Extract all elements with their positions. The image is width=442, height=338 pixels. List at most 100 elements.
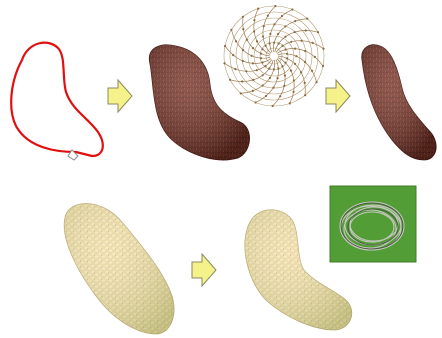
- stitch-dot: [312, 42, 314, 44]
- stitch-dot: [253, 30, 255, 32]
- stitch-dot: [267, 15, 269, 17]
- stitch-dot: [281, 65, 283, 67]
- stitch-dot: [293, 79, 295, 81]
- stitch-dot: [279, 95, 281, 97]
- stitch-dot: [281, 15, 283, 17]
- stitch-dot: [242, 28, 244, 30]
- arrow-right-icon: [192, 254, 216, 286]
- stitch-dot: [283, 85, 285, 87]
- stitch-dot: [262, 48, 264, 50]
- stitch-dot: [322, 65, 324, 67]
- stitch-dot: [277, 33, 279, 35]
- stitch-dot: [260, 53, 262, 55]
- stitch-dot: [230, 29, 232, 31]
- stitch-dot: [257, 8, 259, 10]
- stitch-dot: [251, 55, 253, 57]
- crocheted-oval-toy: [64, 204, 174, 334]
- stitch-dot: [265, 95, 267, 97]
- stitch-dot: [245, 70, 247, 72]
- stitch-dot: [304, 82, 306, 84]
- stitch-dot: [262, 35, 264, 37]
- stitch-dot: [263, 25, 265, 27]
- wire-coil: [330, 186, 416, 262]
- stitch-dot: [269, 43, 271, 45]
- stitch-dot: [277, 77, 279, 79]
- stitch-dot: [281, 45, 283, 47]
- stitch-dot: [252, 47, 254, 49]
- stitch-dot: [253, 19, 255, 21]
- stitch-dot: [293, 91, 295, 93]
- stitch-dot: [304, 61, 306, 63]
- stitch-dot: [284, 36, 286, 38]
- stitch-dot: [256, 69, 258, 71]
- stitch-dot: [284, 48, 286, 50]
- stitch-dot: [224, 45, 226, 47]
- stitch-dot: [295, 55, 297, 57]
- stitch-dot: [284, 25, 286, 27]
- arrow-right-icon: [108, 80, 132, 112]
- stitch-dot: [269, 77, 271, 79]
- stitch-dot: [255, 101, 257, 103]
- stitch-dot: [273, 42, 275, 44]
- stitch-dot: [229, 79, 231, 81]
- stitch-dot: [273, 23, 275, 25]
- stitch-dot: [273, 68, 275, 70]
- stitch-dot: [242, 49, 244, 51]
- stitch-dot: [234, 68, 236, 70]
- stitch-dot: [240, 92, 242, 94]
- stitch-dot: [290, 41, 292, 43]
- stitch-dot: [232, 54, 234, 56]
- stitch-dot: [235, 40, 237, 42]
- stitch-dot: [242, 60, 244, 62]
- stitch-dot: [294, 63, 296, 65]
- stitch-dot: [306, 18, 308, 20]
- stitch-dot: [278, 43, 280, 45]
- stitch-dot: [256, 40, 258, 42]
- elongated-model: [362, 45, 436, 160]
- stitch-dot: [314, 56, 316, 58]
- stitch-dot: [261, 61, 263, 63]
- stitch-dot: [252, 62, 254, 64]
- stitch-dot: [290, 70, 292, 72]
- stitch-dot: [317, 31, 319, 33]
- stitch-dot: [316, 81, 318, 83]
- stitch-dot: [274, 5, 276, 7]
- stitch-dot: [252, 79, 254, 81]
- stitch-dot: [252, 90, 254, 92]
- stitch-dot: [242, 16, 244, 18]
- stitch-dot: [294, 48, 296, 50]
- stitch-dot: [241, 80, 243, 82]
- stitch-dot: [269, 33, 271, 35]
- stitch-dot: [260, 57, 262, 59]
- stitch-dot: [272, 105, 274, 107]
- stitch-dot: [284, 62, 286, 64]
- stitch-dot: [304, 50, 306, 52]
- stitch-dot: [311, 70, 313, 72]
- stitch-dot: [286, 53, 288, 55]
- stitch-dot: [300, 71, 302, 73]
- round-stitch-pattern: [223, 5, 324, 107]
- stitch-dot: [289, 102, 291, 104]
- stitch-dot: [223, 62, 225, 64]
- stitch-dot: [284, 74, 286, 76]
- stitch-dot: [291, 8, 293, 10]
- stitch-dot: [286, 57, 288, 59]
- stitch-dot: [268, 67, 270, 69]
- stitch-dot: [294, 31, 296, 33]
- stitch-dot: [264, 65, 266, 67]
- stitch-dot: [262, 74, 264, 76]
- stitch-dot: [246, 39, 248, 41]
- stitch-dot: [272, 87, 274, 89]
- stitch-dot: [265, 45, 267, 47]
- stitch-dot: [262, 84, 264, 86]
- arrow-right-icon: [326, 80, 350, 112]
- stitch-dot: [277, 67, 279, 69]
- stitch-dot: [305, 29, 307, 31]
- freehand-outline: [11, 43, 103, 160]
- stitch-dot: [301, 40, 303, 42]
- stitch-dot: [304, 94, 306, 96]
- stitch-dot: [322, 48, 324, 50]
- bean-shape-model: [149, 45, 249, 160]
- stitch-dot: [294, 20, 296, 22]
